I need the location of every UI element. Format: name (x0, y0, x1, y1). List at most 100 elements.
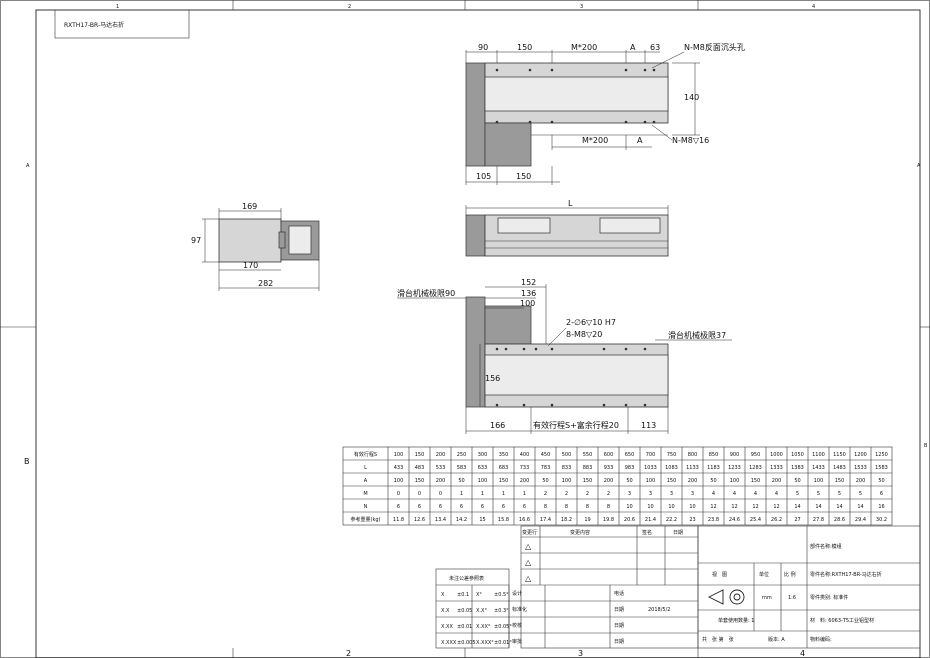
spec-cell: 150 (415, 478, 425, 484)
spec-cell: 15 (479, 517, 485, 523)
approval-date-label-1: 日期 (614, 607, 624, 613)
spec-cell: 683 (499, 465, 509, 471)
spec-cell: 14.2 (456, 517, 467, 523)
spec-cell: 1250 (875, 452, 888, 458)
spec-cell: 5 (859, 491, 862, 497)
spec-cell: 10 (647, 504, 653, 510)
border-col-2: 2 (348, 4, 351, 10)
spec-cell: 16 (878, 504, 884, 510)
mount-holes (495, 68, 656, 124)
tolerance-cell: ±0.01° (494, 640, 512, 646)
spec-row-label: 参考重量(kg) (351, 516, 381, 523)
drawing-name-box: RXTH17-BR-马达右折 (54, 9, 190, 39)
spec-cell: 50 (794, 478, 800, 484)
spec-cell: 4 (754, 491, 757, 497)
dim-63: 63 (650, 43, 660, 52)
spec-cell: 1533 (854, 465, 867, 471)
dim-m200-top: M*200 (571, 43, 597, 52)
tolerance-cell: X.XXX° (476, 640, 494, 646)
spec-cell: 883 (583, 465, 593, 471)
spec-cell: 400 (520, 452, 530, 458)
spec-cell: 750 (667, 452, 677, 458)
spec-cell: 1283 (749, 465, 762, 471)
spec-cell: 18.2 (561, 517, 572, 523)
spec-cell: 30.2 (876, 517, 887, 523)
spec-row-label: A (364, 478, 368, 484)
spec-cell: 50 (878, 478, 884, 484)
sheet-count: 共 张 第 张 (702, 636, 734, 643)
spec-cell: 0 (439, 491, 442, 497)
spec-cell: 800 (688, 452, 698, 458)
spec-cell: 300 (478, 452, 488, 458)
version: 版本: A (768, 636, 785, 643)
dim-97: 97 (191, 236, 201, 245)
spec-cell: 1050 (791, 452, 804, 458)
spec-row-label: L (364, 465, 367, 471)
spec-cell: 2 (565, 491, 568, 497)
spec-cell: 933 (604, 465, 614, 471)
spec-cell: 5 (838, 491, 841, 497)
spec-cell: 500 (562, 452, 572, 458)
spec-cell: 1233 (728, 465, 741, 471)
spec-cell: 200 (604, 478, 614, 484)
dim-105: 105 (476, 172, 491, 181)
dim-136: 136 (521, 289, 536, 298)
spec-cell: 100 (814, 478, 824, 484)
spec-cell: 16.6 (519, 517, 530, 523)
border-col-3-bottom: 3 (578, 649, 583, 658)
spec-cell: 983 (625, 465, 635, 471)
approval-phone-label: 电话 (614, 590, 624, 597)
spec-cell: 50 (626, 478, 632, 484)
spec-cell: 23 (689, 517, 695, 523)
spec-cell: 10 (689, 504, 695, 510)
spec-cell: 1200 (854, 452, 867, 458)
spec-cell: 483 (415, 465, 425, 471)
usage-count: 单套使用数量: 1 (718, 617, 754, 624)
bottom-view: 152 136 100 滑台机械极限90 2-∅6▽10 H7 8-M8▽20 … (397, 278, 732, 434)
spec-cell: 50 (710, 478, 716, 484)
spec-cell: 3 (691, 491, 694, 497)
title-block: 变更行 变更内容 签名 日期 △ △ △ 设计 电话 标准化 日期 2018/5… (435, 525, 921, 649)
rev-header-date: 日期 (673, 530, 683, 536)
spec-cell: 14 (815, 504, 821, 510)
spec-cell: 1 (523, 491, 526, 497)
spec-cell: 50 (542, 478, 548, 484)
border-col-4: 4 (812, 4, 815, 10)
spec-cell: 11.8 (393, 517, 404, 523)
rev-mark-3: △ (525, 574, 532, 583)
spec-cell: 650 (625, 452, 635, 458)
spec-cell: 27 (794, 517, 800, 523)
spec-cell: 1000 (770, 452, 783, 458)
tolerance-cell: ±0.01 (457, 624, 472, 630)
spec-cell: 100 (646, 478, 656, 484)
spec-cell: 533 (436, 465, 446, 471)
spec-row-label: M (363, 491, 367, 497)
spec-cell: 14 (836, 504, 842, 510)
spec-cell: 17.4 (540, 517, 551, 523)
spec-cell: 12 (752, 504, 758, 510)
dim-152: 152 (521, 278, 536, 287)
dim-a-top: A (630, 43, 636, 52)
spec-cell: 1 (481, 491, 484, 497)
approval-date-label-2: 日期 (614, 623, 624, 629)
spec-cell: 20.6 (624, 517, 635, 523)
dim-90: 90 (478, 43, 488, 52)
spec-cell: 1100 (812, 452, 825, 458)
spec-cell: 15.8 (498, 517, 509, 523)
spec-cell: 150 (583, 478, 593, 484)
border-col-4-bottom: 4 (800, 649, 805, 658)
spec-cell: 6 (460, 504, 463, 510)
spec-cell: 2 (544, 491, 547, 497)
border-row-b-right: B (924, 443, 928, 449)
spec-cell: 13.4 (435, 517, 446, 523)
dim-170: 170 (243, 261, 258, 270)
material-code: 物料编码: (810, 636, 832, 643)
spec-cell: 450 (541, 452, 551, 458)
spec-cell: 25.4 (750, 517, 761, 523)
tolerance-cell: ±0.05° (494, 624, 512, 630)
spec-cell: 1383 (791, 465, 804, 471)
spec-cell: 350 (499, 452, 509, 458)
dim-166: 166 (490, 421, 505, 430)
spec-cell: 19.8 (603, 517, 614, 523)
